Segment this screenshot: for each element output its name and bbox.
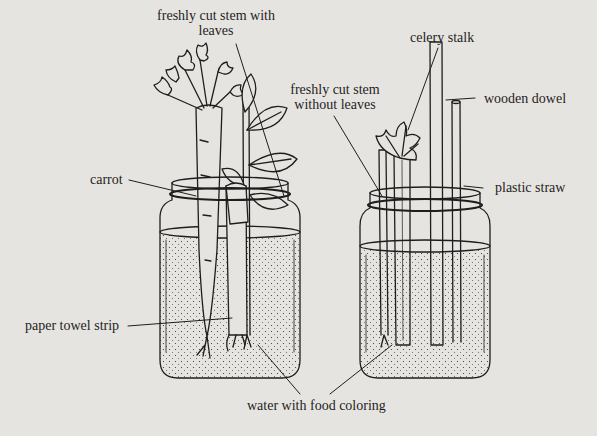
carrot-greens [218, 62, 233, 74]
jar-left [160, 183, 300, 378]
water-right [360, 240, 490, 378]
leader-lines [236, 44, 284, 196]
celery-stalk [376, 122, 420, 345]
stem-with-leaves [222, 74, 297, 349]
jar-right [366, 255, 484, 352]
part-label: water with food coloring [247, 398, 386, 413]
leader-lines [129, 180, 196, 196]
stem-with-leaves [247, 112, 281, 130]
part-label: wooden dowel [484, 91, 566, 106]
part-label: plastic straw [495, 180, 565, 195]
jar-right [368, 199, 482, 211]
leader-lines [128, 318, 232, 326]
plastic-straw [452, 101, 460, 104]
stem-with-leaves [247, 106, 287, 130]
wooden-dowel [430, 42, 443, 345]
plastic-straw [452, 102, 461, 342]
leader-lines [446, 98, 475, 100]
leader-lines [330, 345, 392, 394]
part-label: freshly cut stem without leaves [276, 82, 394, 112]
jar-left [160, 177, 300, 378]
leader-lines [128, 44, 483, 394]
celery-stalk [386, 126, 418, 158]
paper-towel-strip [226, 183, 248, 351]
stem-without-leaves [379, 150, 388, 335]
plastic-straw [452, 101, 461, 343]
leader-lines [334, 116, 382, 196]
carrot [196, 105, 222, 336]
part-label: paper towel strip [25, 318, 119, 333]
leader-lines [464, 186, 483, 188]
carrot-greens [166, 66, 179, 82]
water-right [360, 246, 490, 378]
stem-with-leaves [242, 74, 256, 112]
part-label: carrot [90, 172, 123, 187]
stem-without-leaves [381, 335, 388, 347]
stem-with-leaves [250, 193, 288, 209]
carrot [197, 336, 210, 358]
drawing-group [128, 42, 490, 394]
leader-lines [258, 345, 300, 394]
paper-towel-strip [227, 335, 245, 351]
stem-with-leaves [244, 335, 251, 349]
jar-right [360, 187, 490, 378]
carrot-greens [196, 43, 208, 61]
stem-with-leaves [249, 159, 291, 165]
jar-left [166, 240, 294, 352]
jar-right [370, 187, 480, 199]
leader-lines [408, 48, 438, 130]
jar-right [360, 193, 490, 378]
stem-without-leaves [379, 150, 388, 347]
celery-stalk [376, 122, 420, 160]
celery-stalk [394, 155, 410, 345]
part-label: celery stalk [410, 30, 474, 45]
carrot-greens [154, 43, 244, 110]
carrot-greens [178, 50, 195, 70]
carrot-greens [168, 60, 230, 110]
part-label: freshly cut stem with leaves [157, 8, 275, 38]
carrot-greens [154, 77, 172, 95]
wooden-dowel [430, 42, 443, 345]
